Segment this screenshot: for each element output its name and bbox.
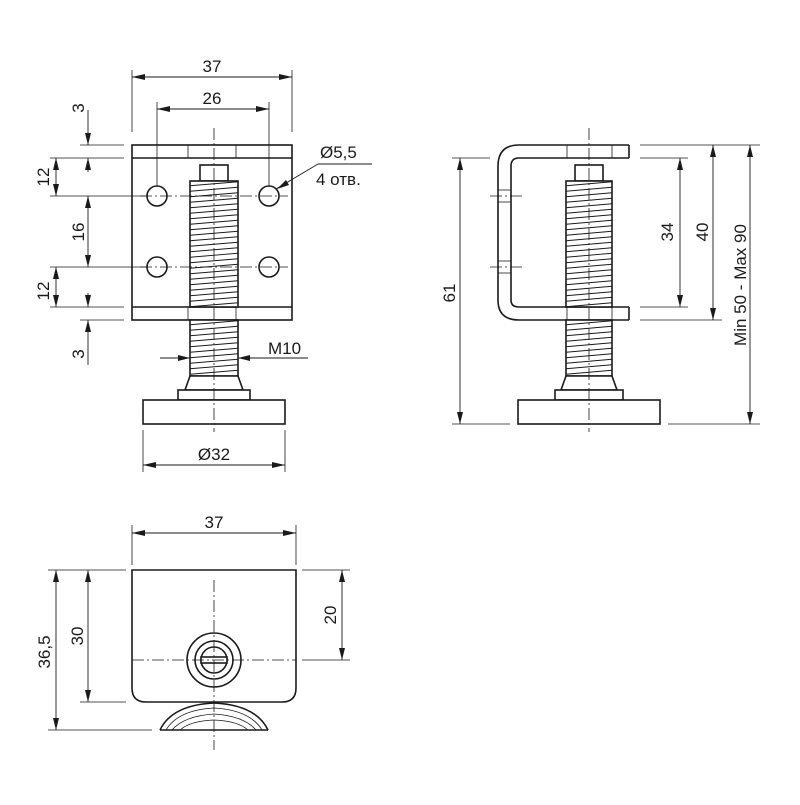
c-bracket-outer (497, 144, 629, 321)
arrowhead (143, 462, 156, 468)
arrowhead (85, 133, 91, 145)
dimension-label-34: 34 (658, 223, 677, 242)
thread-crest (565, 219, 613, 225)
dimension-label-61: 61 (440, 284, 459, 303)
arrowhead (339, 570, 345, 582)
arrowhead (457, 158, 463, 170)
arrowhead (272, 462, 285, 468)
arrowhead (256, 106, 269, 112)
c-bracket-inner (510, 157, 629, 308)
front-view: 37 26 3 12 16 12 (34, 57, 372, 472)
thread-crest (565, 320, 613, 326)
thread-crest (565, 263, 613, 269)
thread-crest (189, 197, 239, 203)
dimension-label-37-top: 37 (205, 513, 224, 532)
dimension-label-20: 20 (321, 606, 340, 625)
arrowhead (277, 180, 289, 189)
thread-crest (565, 197, 613, 203)
arrowhead (677, 295, 683, 307)
dimension-label-range: Min 50 - Max 90 (731, 224, 750, 346)
arrowhead (53, 184, 59, 196)
thread-crest (189, 258, 239, 264)
arrowhead (53, 570, 59, 582)
thread-crest (565, 203, 613, 209)
thread-crest (565, 258, 613, 264)
arrowhead (53, 718, 59, 730)
thread-crest (189, 219, 239, 225)
arrowhead (85, 255, 91, 267)
thread-crest (189, 263, 239, 269)
arrowhead (53, 267, 59, 279)
arrowhead (677, 158, 683, 170)
hole-count-label: 4 отв. (316, 170, 361, 189)
thread-crest (565, 225, 613, 231)
arrowhead (85, 690, 91, 702)
arrowhead (132, 74, 145, 80)
arrowhead (85, 570, 91, 582)
thread-crest (565, 358, 613, 364)
wheel-arc (171, 713, 257, 731)
arrowhead (132, 530, 145, 536)
dimension-label-3-bottom: 3 (69, 349, 88, 358)
dimension-label-37: 37 (203, 57, 222, 76)
arrowhead (157, 106, 170, 112)
mounting-hole (258, 256, 280, 278)
thread-crest (189, 203, 239, 209)
thread-crest (189, 358, 239, 364)
arrowhead (279, 74, 292, 80)
dimension-label-30: 30 (68, 627, 87, 646)
thread-crest (189, 320, 239, 326)
thread-label: M10 (268, 339, 301, 358)
thread-crest (189, 280, 239, 286)
arrowhead (53, 158, 59, 170)
arrowhead (457, 412, 463, 424)
hole-diameter-label: Ø5,5 (320, 143, 357, 162)
arrowhead (53, 295, 59, 307)
arrowhead (238, 355, 250, 361)
dimension-label-26: 26 (203, 89, 222, 108)
arrowhead (85, 295, 91, 307)
dimension-label-3-top: 3 (69, 103, 88, 112)
thread-crest (565, 280, 613, 286)
thread-crest (189, 225, 239, 231)
dimension-label-40: 40 (693, 223, 712, 242)
arrowhead (747, 412, 753, 424)
dimension-label-32: Ø32 (198, 445, 230, 464)
arrowhead (85, 320, 91, 332)
top-view: 37 36,5 30 20 (35, 513, 350, 750)
dimension-label-12-bottom: 12 (34, 282, 53, 301)
dimension-label-12-top: 12 (34, 168, 53, 187)
arrowhead (747, 145, 753, 157)
arrowhead (85, 158, 91, 170)
dimension-label-16: 16 (69, 223, 88, 242)
dimension-label-36-5: 36,5 (35, 635, 54, 668)
arrowhead (339, 648, 345, 660)
arrowhead (283, 530, 296, 536)
thread-crest (189, 364, 239, 370)
arrowhead (85, 196, 91, 208)
arrowhead (710, 308, 716, 320)
arrowhead (178, 355, 190, 361)
arrowhead (710, 145, 716, 157)
side-view: 61 34 40 Min 50 - Max 90 (440, 128, 760, 432)
thread-crest (565, 364, 613, 370)
